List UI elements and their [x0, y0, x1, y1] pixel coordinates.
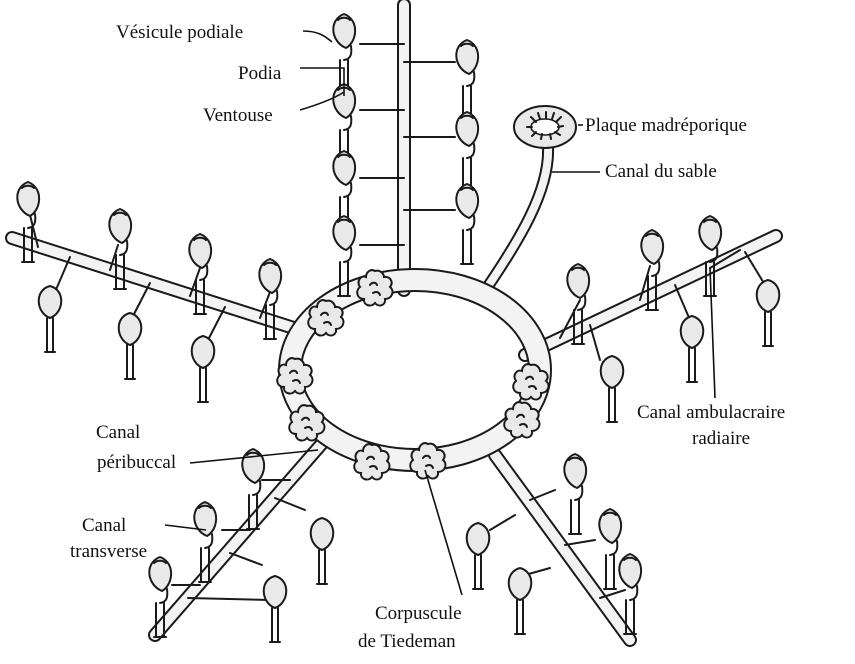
label-canal-transverse-line2: transverse — [70, 541, 147, 562]
podia-left-arm — [17, 182, 281, 402]
label-ventouse: Ventouse — [203, 105, 273, 126]
stone-canal — [480, 147, 548, 298]
label-canal-peribuccal-line2: péribuccal — [97, 452, 176, 473]
label-plaque-madreporique: Plaque madréporique — [585, 115, 747, 136]
label-canal-peribuccal-line1: Canal — [96, 422, 140, 443]
label-corpuscule-line1: Corpuscule — [375, 603, 462, 624]
label-canal-ambulacraire-line2: radiaire — [692, 428, 750, 449]
label-canal-transverse-line1: Canal — [82, 515, 126, 536]
label-corpuscule-line2: de Tiedeman — [358, 631, 456, 652]
label-podia: Podia — [238, 63, 282, 84]
label-canal-ambulacraire-line1: Canal ambulacraire — [637, 402, 785, 423]
madreporite — [514, 106, 576, 148]
label-canal-du-sable: Canal du sable — [605, 161, 717, 182]
label-vesicule-podiale: Vésicule podiale — [116, 22, 243, 43]
